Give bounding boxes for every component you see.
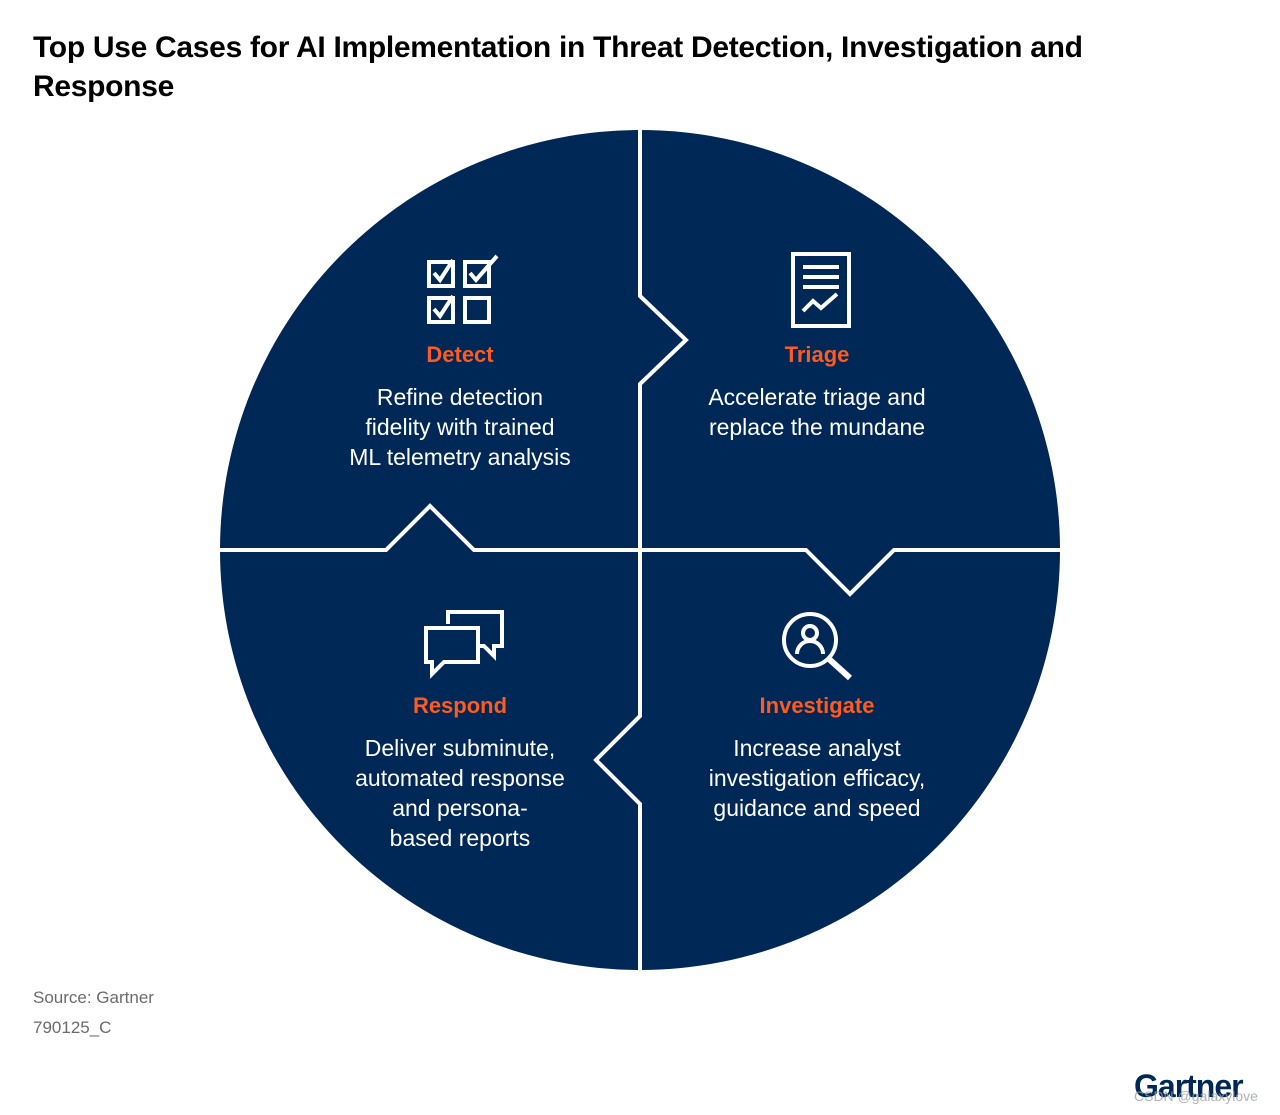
figure-code: 790125_C <box>33 1018 112 1037</box>
document-chart-icon <box>791 252 851 328</box>
investigate-description: Increase analyst investigation efficacy,… <box>708 735 926 821</box>
gartner-logo: Gartner <box>1134 1068 1244 1104</box>
investigate-title: Investigate <box>759 693 875 718</box>
divider-bottom <box>593 548 642 972</box>
divider-left <box>218 503 642 552</box>
magnifier-person-icon <box>782 612 853 681</box>
detect-title: Detect <box>426 342 494 367</box>
puzzle-dividers <box>218 128 1062 972</box>
chat-bubbles-icon <box>424 610 504 679</box>
page-title: Top Use Cases for AI Implementation in T… <box>33 31 1083 103</box>
detect-description: Refine detection fidelity with trained M… <box>349 384 571 470</box>
source-note: Source: Gartner <box>33 988 154 1007</box>
divider-right <box>638 548 1062 597</box>
triage-title: Triage <box>784 342 850 367</box>
watermark: CSDN @galaxylove <box>1134 1088 1258 1104</box>
divider-top <box>638 128 689 552</box>
checklist-icon <box>427 254 499 324</box>
respond-title: Respond <box>412 693 508 718</box>
triage-description: Accelerate triage and replace the mundan… <box>708 384 926 440</box>
respond-description: Deliver subminute, automated response an… <box>355 735 565 851</box>
